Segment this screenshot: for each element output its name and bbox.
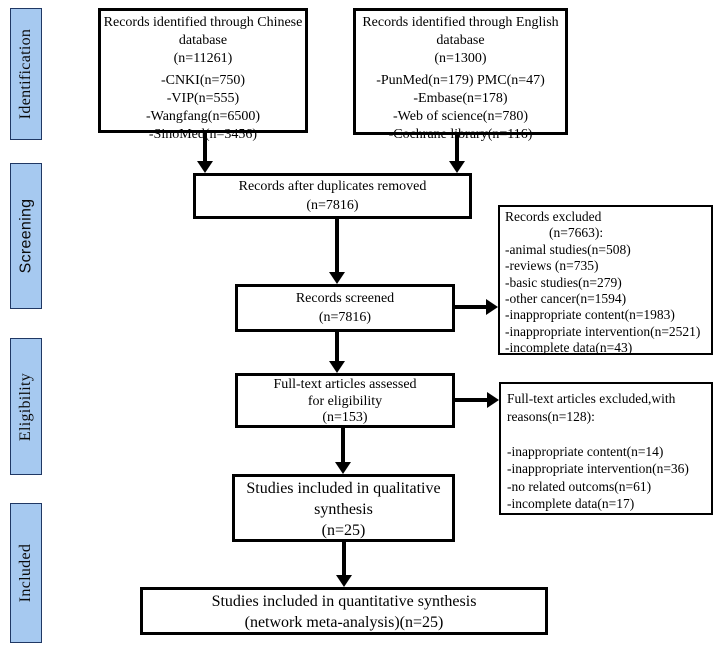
text-line: Records after duplicates removed	[238, 179, 427, 194]
chinese-database-items: -CNKI(n=750) -VIP(n=555) -Wangfang(n=650…	[103, 72, 303, 144]
text-line: -inappropriate content(n=1983)	[505, 307, 675, 323]
text-line: Records excluded	[505, 209, 602, 224]
text-line: -incomplete data(n=43)	[505, 340, 633, 356]
arrowhead-right-icon	[486, 299, 498, 315]
box-fulltext-excluded: Full-text articles excluded,with reasons…	[499, 382, 713, 515]
stage-band-eligibility: Eligibility	[10, 338, 42, 475]
arrow-screened-to-excluded	[455, 305, 487, 309]
text-line: -PunMed(n=179) PMC(n=47)	[376, 73, 545, 88]
arrow-duplicates-to-screened	[335, 219, 339, 273]
stage-label-screening: Screening	[17, 198, 34, 274]
arrowhead-right-icon	[487, 392, 499, 408]
text-line: -inappropriate content(n=14)	[507, 443, 664, 459]
box-chinese-database: Records identified through Chinese datab…	[98, 8, 308, 142]
text-line: -inappropriate intervention(n=2521)	[505, 323, 701, 339]
arrow-qualitative-to-quantitative	[342, 542, 346, 576]
text-line: -inappropriate intervention(n=36)	[507, 461, 689, 476]
arrowhead-down-icon	[449, 161, 465, 173]
arrow-fulltext-to-qualitative	[341, 428, 345, 463]
text-line: (n=7816)	[306, 198, 359, 213]
text-line: -Wangfang(n=6500)	[145, 109, 261, 124]
text-line: Full-text articles assessed	[273, 377, 417, 392]
text-line: for eligibility	[307, 393, 383, 409]
text-line: -reviews (n=735)	[505, 258, 599, 274]
text-line: (n=153)	[322, 410, 368, 425]
text-line: -CNKI(n=750)	[160, 73, 246, 88]
arrow-chinese-to-duplicates	[203, 133, 207, 162]
text-line: -other cancer(n=1594)	[505, 291, 627, 307]
text-line: Full-text articles excluded,with	[507, 391, 676, 406]
text-line: database	[436, 33, 485, 48]
text-line	[507, 425, 707, 443]
arrowhead-down-icon	[335, 462, 351, 474]
text-line: -no related outcoms(n=61)	[507, 478, 652, 494]
box-fulltext-assessed: Full-text articles assessed for eligibil…	[235, 373, 455, 428]
english-database-items: -PunMed(n=179) PMC(n=47) -Embase(n=178) …	[358, 72, 563, 144]
text-line: Records screened	[295, 291, 395, 306]
text-line: -Embase(n=178)	[413, 91, 508, 106]
text-line: (network meta-analysis)(n=25)	[244, 614, 444, 631]
text-line: (n=7663):	[549, 225, 604, 241]
text-line: reasons(n=128):	[507, 408, 595, 424]
arrowhead-down-icon	[329, 272, 345, 284]
text-line: Studies included in qualitative	[246, 480, 441, 497]
text-line: -Cochrane library(n=116)	[388, 127, 533, 142]
arrow-screened-to-fulltext	[335, 332, 339, 362]
box-quantitative-synthesis: Studies included in quantitative synthes…	[140, 587, 548, 635]
box-records-screened: Records screened (n=7816)	[235, 284, 455, 332]
text-line: synthesis	[314, 501, 373, 518]
text-line: Studies included in quantitative synthes…	[211, 593, 477, 610]
box-records-excluded: Records excluded (n=7663): -animal studi…	[498, 205, 713, 355]
text-line: -SinoMed(n=3456)	[103, 126, 303, 144]
box-english-database: Records identified through English datab…	[353, 8, 568, 142]
text-line: -basic studies(n=279)	[505, 274, 622, 290]
text-line: (n=11261)	[173, 51, 233, 66]
text-line: Records identified through Chinese	[103, 15, 303, 30]
stage-band-included: Included	[10, 503, 42, 643]
box-duplicates-removed: Records after duplicates removed (n=7816…	[193, 173, 472, 219]
text-line: database	[178, 33, 228, 48]
arrowhead-down-icon	[336, 575, 352, 587]
arrow-fulltext-to-excluded	[455, 398, 488, 402]
arrowhead-down-icon	[197, 161, 213, 173]
text-line: Records identified through English	[362, 15, 559, 30]
text-line: (n=7816)	[318, 310, 372, 325]
text-line: (n=1300)	[434, 51, 487, 66]
stage-band-screening: Screening	[10, 163, 42, 309]
stage-label-eligibility: Eligibility	[17, 372, 35, 441]
text-line: -animal studies(n=508)	[505, 241, 631, 257]
box-qualitative-synthesis: Studies included in qualitative synthesi…	[232, 474, 455, 542]
text-line: -Web of science(n=780)	[392, 109, 529, 124]
stage-label-identification: Identification	[17, 28, 35, 120]
stage-label-included: Included	[17, 543, 35, 603]
text-line: -incomplete data(n=17)	[507, 496, 635, 511]
text-line: -VIP(n=555)	[166, 91, 240, 106]
arrow-english-to-duplicates	[455, 135, 459, 162]
text-line: (n=25)	[321, 522, 366, 539]
stage-band-identification: Identification	[10, 8, 42, 140]
arrowhead-down-icon	[329, 361, 345, 373]
